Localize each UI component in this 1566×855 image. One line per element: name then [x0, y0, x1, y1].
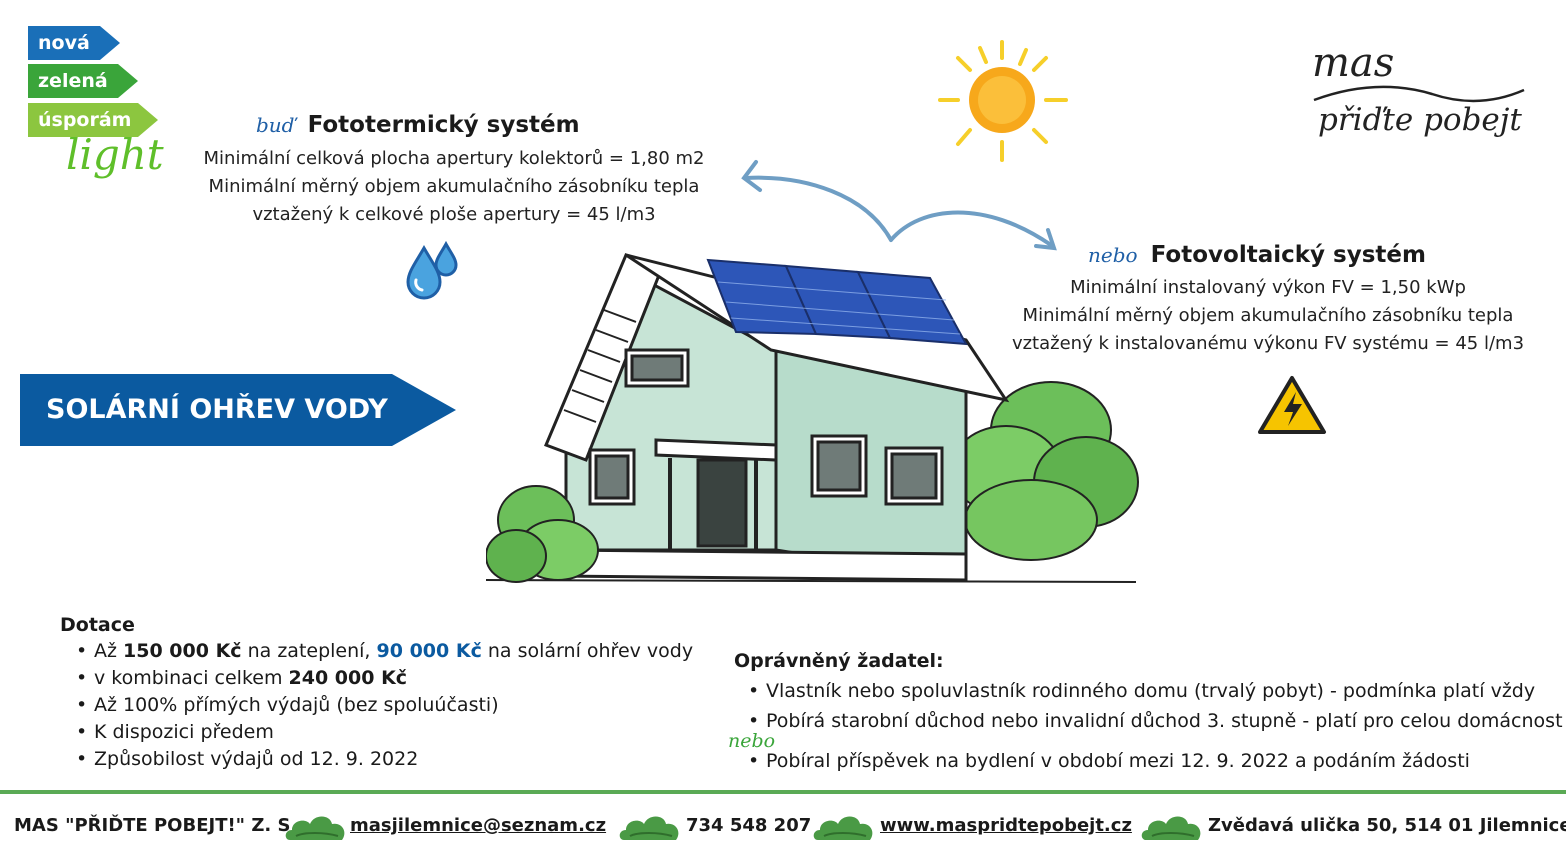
- photovoltaic-line: Minimální instalovaný výkon FV = 1,50 kW…: [1070, 277, 1466, 298]
- photovoltaic-specs: Minimální instalovaný výkon FV = 1,50 kW…: [1000, 274, 1536, 358]
- dotace-text: Až: [94, 640, 124, 662]
- footer: MAS "PŘIĎTE POBEJT!" Z. S. masjilemnice@…: [0, 804, 1566, 848]
- dotace-text: v kombinaci celkem: [94, 667, 289, 689]
- solar-thermal-specs: Minimální celková plocha apertury kolekt…: [190, 145, 718, 229]
- list-item: Až 150 000 Kč na zateplení, 90 000 Kč na…: [74, 638, 700, 665]
- list-item: Vlastník nebo spoluvlastník rodinného do…: [746, 676, 1554, 706]
- logo-tag-zelena: zelená: [28, 64, 138, 98]
- dotace-list: Až 150 000 Kč na zateplení, 90 000 Kč na…: [74, 638, 700, 773]
- applicant-or-label: nebo: [728, 730, 776, 752]
- list-item: Pobíral příspěvek na bydlení v období me…: [746, 746, 1554, 776]
- amount-solar: 90 000 Kč: [376, 640, 482, 662]
- bush-icon: [1141, 816, 1201, 840]
- dotace-text: na zateplení,: [241, 640, 377, 662]
- solar-thermal-title: Fototermický systém: [307, 112, 580, 138]
- footer-org: MAS "PŘIĎTE POBEJT!" Z. S.: [14, 815, 298, 836]
- photovoltaic-line: vztažený k instalovanému výkonu FV systé…: [1011, 333, 1525, 354]
- curved-arrows-icon: [741, 160, 1057, 251]
- sun-icon: [938, 40, 1068, 162]
- photovoltaic-prefix: nebo: [1088, 243, 1138, 267]
- photovoltaic-heading: nebo Fotovoltaický systém: [1088, 242, 1426, 268]
- photovoltaic-title: Fotovoltaický systém: [1150, 242, 1426, 268]
- dotace-heading: Dotace: [60, 614, 135, 636]
- dotace-text: na solární ohřev vody: [481, 640, 694, 662]
- house-illustration: [486, 253, 1139, 583]
- mas-logo: mas přiďte pobejt: [1312, 40, 1527, 155]
- logo-tag-usporam: úsporám: [28, 103, 158, 137]
- solar-thermal-line: Minimální celková plocha apertury kolekt…: [203, 148, 705, 169]
- high-voltage-warning-icon: [1258, 376, 1326, 434]
- mas-logo-bottom: přiďte pobejt: [1318, 102, 1522, 138]
- dotace-section: Dotace Až 150 000 Kč na zateplení, 90 00…: [60, 614, 700, 773]
- bush-icon: [285, 816, 345, 840]
- list-item: K dispozici předem: [74, 719, 700, 746]
- solar-thermal-line: Minimální měrný objem akumulačního zásob…: [208, 176, 700, 197]
- footer-email-link[interactable]: masjilemnice@seznam.cz: [350, 815, 607, 836]
- bush-icon: [813, 816, 873, 840]
- photovoltaic-line: Minimální měrný objem akumulačního zásob…: [1022, 305, 1514, 326]
- mas-logo-top: mas: [1312, 40, 1395, 86]
- footer-web-link[interactable]: www.maspridtepobejt.cz: [880, 815, 1132, 836]
- amount-insulation: 150 000 Kč: [123, 640, 242, 662]
- applicant-heading: Oprávněný žadatel:: [734, 650, 944, 672]
- footer-divider: [0, 790, 1566, 794]
- solar-panels-illustration: [706, 258, 968, 346]
- solar-thermal-line: vztažený k celkové ploše apertury = 45 l…: [252, 204, 656, 225]
- amount-total: 240 000 Kč: [288, 667, 408, 689]
- list-item: Pobírá starobní důchod nebo invalidní dů…: [746, 706, 1563, 736]
- bush-illustration-left: [486, 485, 599, 583]
- list-item: Až 100% přímých výdajů (bez spoluúčasti): [74, 692, 700, 719]
- logo-light-word: light: [66, 130, 164, 179]
- list-item: Způsobilost výdajů od 12. 9. 2022: [74, 746, 700, 773]
- solar-thermal-prefix: buď: [256, 113, 295, 137]
- solar-thermal-heading: buď Fototermický systém: [256, 112, 580, 138]
- logo-tag-nova: nová: [28, 26, 120, 60]
- solar-water-heating-banner: SOLÁRNÍ OHŘEV VODY: [20, 374, 456, 446]
- applicant-list: Vlastník nebo spoluvlastník rodinného do…: [746, 676, 1563, 776]
- footer-address: Zvědavá ulička 50, 514 01 Jilemnice: [1208, 815, 1566, 836]
- footer-phone: 734 548 207: [686, 815, 812, 836]
- bush-icon: [619, 816, 679, 840]
- mas-logo-swoosh: [1313, 85, 1525, 103]
- list-item-continuation: v kombinaci celkem 240 000 Kč: [74, 665, 700, 692]
- water-drops-icon: [406, 240, 458, 300]
- bush-illustration-right: [950, 381, 1139, 561]
- applicant-section: Oprávněný žadatel: Vlastník nebo spoluvl…: [734, 650, 1563, 776]
